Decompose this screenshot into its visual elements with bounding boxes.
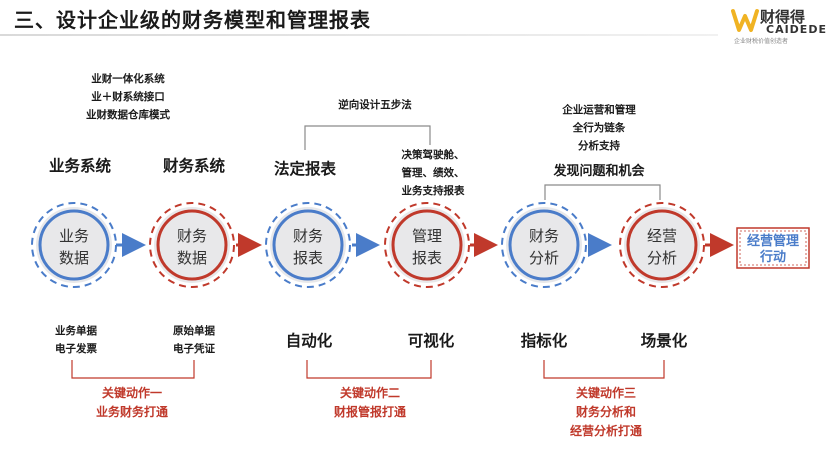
original-docs: 原始单据 电子凭证 — [173, 324, 215, 355]
integration-notes: 业财一体化系统 业＋财系统接口 业财数据仓库模式 — [86, 72, 170, 121]
integration-note: 业财一体化系统 — [91, 72, 165, 85]
business-docs: 业务单据 电子发票 — [55, 324, 97, 355]
discover-bracket — [544, 184, 661, 200]
analysis-note: 企业运营和管理 — [561, 103, 636, 116]
mode-visualization: 可视化 — [408, 331, 455, 350]
label-finance-system: 财务系统 — [163, 156, 226, 175]
key-action-3-bracket — [543, 360, 665, 379]
node-label-line1: 管理 — [412, 227, 442, 245]
node-financial-report: 财务 报表 — [265, 202, 351, 288]
node-finance-data: 财务 数据 — [149, 202, 235, 288]
label-business-system: 业务系统 — [49, 156, 112, 175]
analysis-note: 分析支持 — [578, 139, 620, 152]
node-label-line2: 报表 — [412, 249, 442, 267]
key-action-2: 关键动作二 财报管报打通 — [333, 385, 406, 419]
analysis-notes: 企业运营和管理 全行为链条 分析支持 — [561, 103, 636, 152]
mgmt-report-note: 业务支持报表 — [402, 184, 465, 197]
brand-logo: 财得得 CAIDEDE 企业财税价值创造者 — [730, 4, 830, 45]
node-label-line1: 经营 — [647, 227, 677, 245]
analysis-note: 全行为链条 — [572, 121, 626, 134]
w-logo-icon — [731, 9, 759, 32]
key-action-1: 关键动作一 业务财务打通 — [96, 385, 168, 419]
logo-name-cn: 财得得 — [760, 8, 806, 26]
management-report-notes: 决策驾驶舱、 管理、绩效、 业务支持报表 — [402, 148, 465, 197]
label-discover: 发现问题和机会 — [552, 163, 645, 179]
business-doc: 电子发票 — [55, 342, 97, 355]
mgmt-report-note: 决策驾驶舱、 — [402, 148, 465, 161]
node-label-line1: 财务 — [529, 227, 559, 245]
node-label-line2: 分析 — [647, 249, 677, 267]
node-label-line1: 财务 — [177, 227, 207, 245]
business-doc: 业务单据 — [55, 324, 97, 337]
key-action-line: 财报管报打通 — [333, 404, 406, 419]
final-action-line2: 行动 — [759, 249, 786, 265]
page-title: 三、设计企业级的财务模型和管理报表 — [14, 8, 371, 32]
node-management-report: 管理 报表 — [384, 202, 470, 288]
key-action-line: 业务财务打通 — [96, 404, 168, 419]
key-action-3: 关键动作三 财务分析和 经营分析打通 — [570, 385, 642, 438]
node-label-line2: 分析 — [529, 249, 559, 267]
mode-indicator: 指标化 — [521, 331, 568, 350]
logo-slogan: 企业财税价值创造者 — [734, 38, 789, 45]
node-financial-analysis: 财务 分析 — [501, 202, 587, 288]
key-action-1-bracket — [71, 360, 195, 379]
original-doc: 电子凭证 — [173, 342, 215, 355]
key-action-line: 经营分析打通 — [570, 423, 642, 438]
integration-note: 业＋财系统接口 — [91, 90, 165, 103]
reverse-design-bracket — [304, 125, 431, 150]
mode-automation: 自动化 — [286, 331, 333, 350]
node-label-line1: 财务 — [293, 227, 323, 245]
node-label-line2: 数据 — [59, 249, 89, 267]
mgmt-report-note: 管理、绩效、 — [402, 166, 465, 179]
mode-scenario: 场景化 — [641, 331, 688, 350]
label-reverse-design: 逆向设计五步法 — [338, 98, 412, 111]
title-divider — [0, 34, 718, 36]
integration-note: 业财数据仓库模式 — [86, 108, 170, 121]
logo-name-en: CAIDEDE — [766, 23, 827, 36]
key-action-line: 关键动作三 — [576, 385, 636, 400]
node-label-line1: 业务 — [59, 227, 89, 245]
key-action-2-bracket — [306, 360, 432, 379]
key-action-line: 关键动作一 — [102, 385, 162, 400]
final-action-line1: 经营管理 — [747, 233, 799, 249]
final-action-box: 经营管理 行动 — [736, 227, 810, 269]
key-action-line: 财务分析和 — [575, 404, 636, 419]
node-label-line2: 报表 — [293, 249, 323, 267]
node-label-line2: 数据 — [177, 249, 207, 267]
node-business-data: 业务 数据 — [31, 202, 117, 288]
key-action-line: 关键动作二 — [340, 385, 400, 400]
node-operation-analysis: 经营 分析 — [619, 202, 705, 288]
label-legal-report: 法定报表 — [274, 159, 337, 178]
original-doc: 原始单据 — [173, 324, 215, 337]
